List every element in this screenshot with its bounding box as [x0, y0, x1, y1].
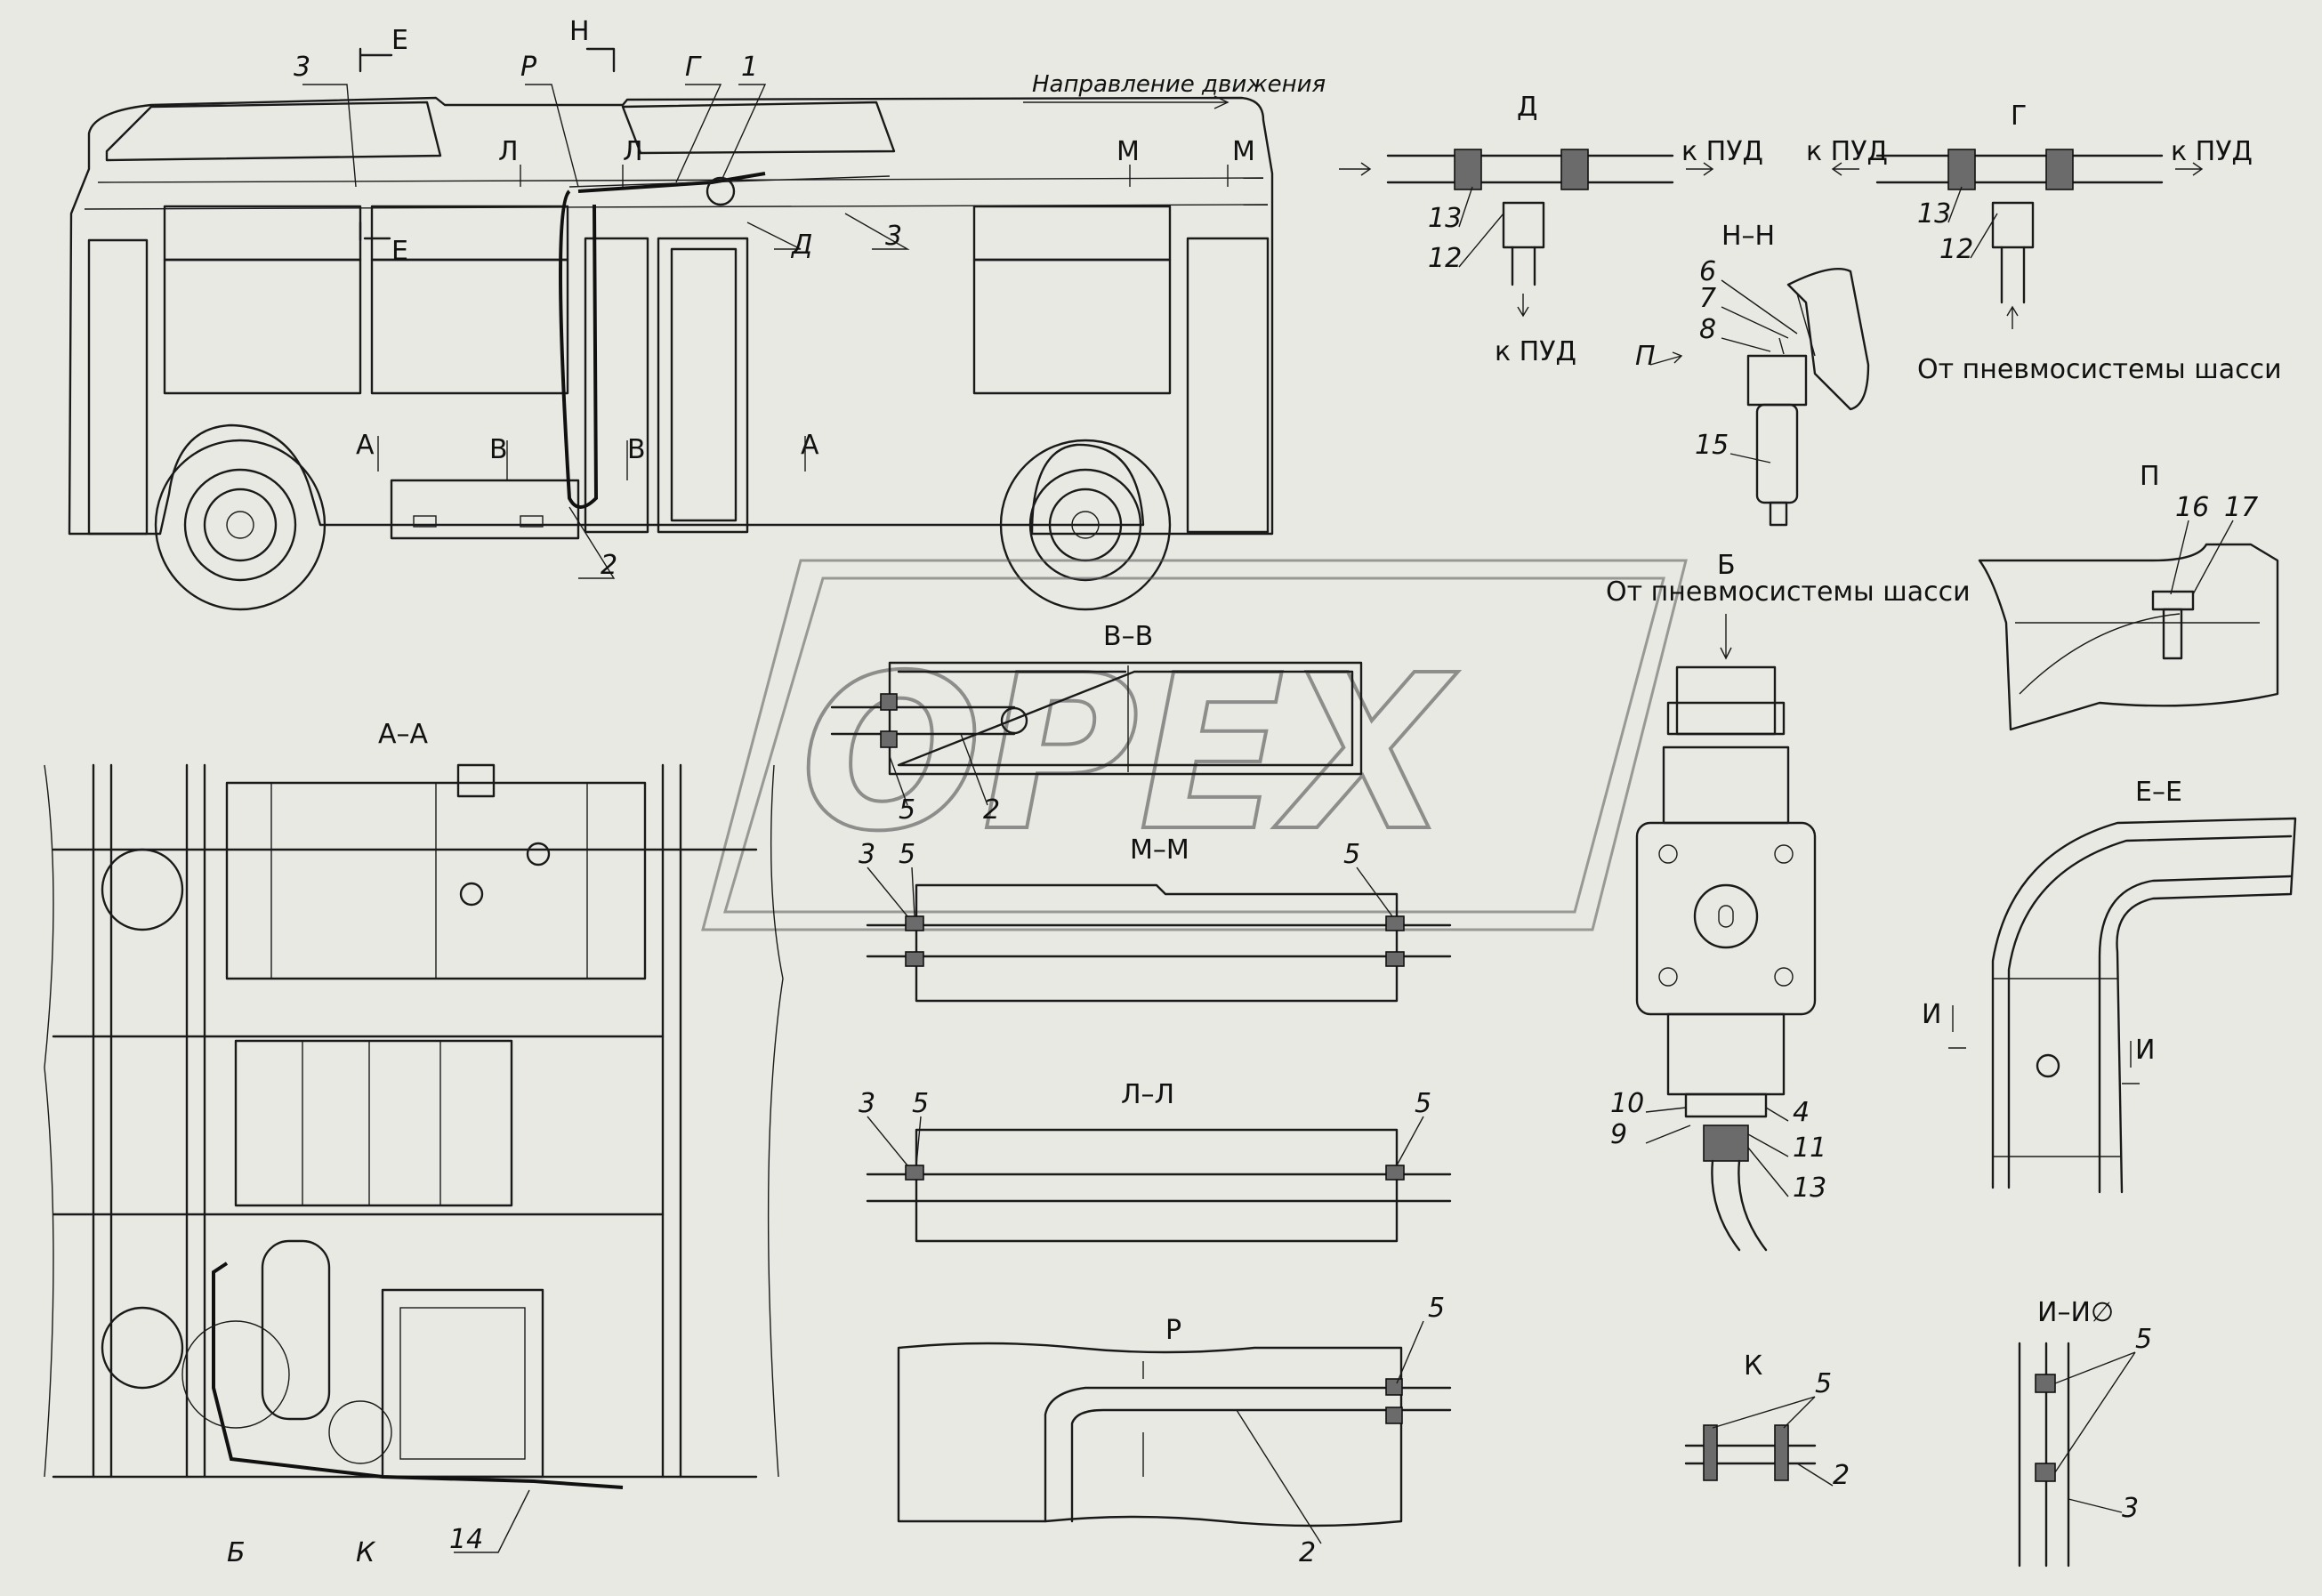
callout-10: 10 [1610, 1088, 1644, 1119]
callout-17: 17 [2224, 492, 2258, 523]
callout-12-G: 12 [1939, 234, 1973, 265]
callout-5-P: 5 [1428, 1293, 1445, 1324]
section-MM-title: М–М [1130, 834, 1189, 866]
cut-mark-A-left: А [356, 430, 375, 461]
view-K: К 5 2 [1684, 1350, 1850, 1491]
section-P-title: Р [1165, 1315, 1181, 1346]
watermark-text: OPEX [801, 629, 1458, 878]
rotated-mark: ∅ [2091, 1297, 2114, 1328]
callout-G: Г [685, 52, 702, 83]
cut-mark-E-top: Е [391, 25, 408, 56]
section-AA: А–А Б К 14 [44, 719, 784, 1568]
view-G: Г к ПУД к ПУД От пневмосистемы шасси 13 … [1806, 101, 2282, 385]
bus-side-view [68, 96, 1274, 611]
callout-13-G: 13 [1917, 198, 1951, 230]
callout-5-MM-right: 5 [1343, 839, 1360, 870]
callout-3-MM: 3 [859, 839, 875, 870]
view-G-title: Г [2011, 101, 2027, 132]
cut-mark-L-left: Л [498, 136, 519, 167]
callout-5-LL-right: 5 [1415, 1088, 1431, 1119]
callout-9: 9 [1610, 1119, 1627, 1150]
section-EE-title: Е–Е [2135, 777, 2182, 808]
section-II: И–И ∅ 5 3 [2018, 1297, 2152, 1568]
watermark: OPEX [701, 559, 1688, 931]
callout-5-II: 5 [2135, 1324, 2152, 1355]
to-pud-D-right: к ПУД [1681, 136, 1763, 167]
section-VV: В–В 5 2 [830, 621, 1363, 826]
direction-of-travel: Направление движения [1023, 71, 1326, 109]
section-AA-title: А–А [378, 719, 429, 750]
to-pud-D-down: к ПУД [1495, 336, 1576, 367]
view-PI-title: П [2140, 461, 2160, 492]
view-K-title: К [1744, 1350, 1762, 1382]
cut-markers: Е Е Н Л Л М М А А В В [356, 16, 1255, 480]
callout-14: 14 [449, 1524, 483, 1555]
callout-5-MM-left: 5 [899, 839, 915, 870]
callout-12-D: 12 [1428, 243, 1462, 274]
to-pud-G-right: к ПУД [2171, 136, 2253, 167]
callout-16: 16 [2175, 492, 2209, 523]
callout-P: Р [520, 52, 537, 83]
section-P: Р 5 2 [897, 1293, 1452, 1568]
callout-2-bus: 2 [601, 550, 617, 581]
view-NN: Н–Н 6 7 8 15 П [1635, 221, 1870, 527]
callout-15: 15 [1695, 430, 1729, 461]
callout-2-VV: 2 [983, 794, 1000, 826]
view-B-title: Б [1717, 550, 1736, 581]
section-VV-title: В–В [1103, 621, 1153, 652]
callout-3-mid: 3 [885, 221, 902, 252]
view-D: Д к ПУД к ПУД 13 12 [1339, 92, 1763, 367]
callout-D: Д [790, 230, 812, 261]
callout-11: 11 [1793, 1133, 1826, 1164]
callout-7: 7 [1699, 283, 1716, 314]
view-D-title: Д [1517, 92, 1537, 123]
callout-4: 4 [1793, 1097, 1810, 1128]
bus-callouts: 3 Р Г 1 Д 3 2 [294, 52, 910, 581]
cut-mark-N: Н [569, 16, 590, 47]
callout-6: 6 [1699, 256, 1716, 287]
cut-mark-M-right: М [1232, 136, 1255, 167]
section-EE: Е–Е И И [1922, 777, 2297, 1194]
callout-1: 1 [741, 52, 758, 83]
callout-5-LL-left: 5 [912, 1088, 929, 1119]
callout-13-B: 13 [1793, 1173, 1826, 1204]
callout-2-K: 2 [1833, 1460, 1850, 1491]
cut-mark-I-left: И [1922, 999, 1941, 1030]
section-MM: М–М 3 5 5 [859, 834, 1452, 1003]
callout-B: Б [227, 1537, 246, 1568]
cut-mark-V-left: В [489, 434, 508, 465]
callout-8: 8 [1699, 314, 1716, 345]
callout-3-top: 3 [294, 52, 310, 83]
section-LL-title: Л–Л [1121, 1079, 1174, 1110]
callout-2-P: 2 [1299, 1537, 1316, 1568]
to-pud-G-left: к ПУД [1806, 136, 1888, 167]
from-chassis-B: От пневмосистемы шасси [1606, 576, 1971, 608]
from-chassis-G: От пневмосистемы шасси [1917, 354, 2282, 385]
view-NN-title: Н–Н [1721, 221, 1775, 252]
cut-mark-M-left: М [1117, 136, 1140, 167]
cut-mark-E-bottom: Е [391, 236, 408, 267]
callout-5-K: 5 [1815, 1368, 1832, 1399]
callout-5-VV: 5 [899, 794, 915, 826]
callout-K: К [356, 1537, 376, 1568]
cut-mark-A-right: А [801, 430, 819, 461]
cut-mark-L-right: Л [623, 136, 643, 167]
direction-note: Направление движения [1032, 71, 1326, 98]
view-PI: П 16 17 [1978, 461, 2279, 731]
cut-mark-P: П [1635, 341, 1656, 372]
view-B: Б От пневмосистемы шасси 10 9 4 11 13 [1606, 550, 1971, 1252]
cut-mark-I-right: И [2135, 1035, 2155, 1066]
callout-13-D: 13 [1428, 203, 1462, 234]
section-LL: Л–Л 3 5 5 [859, 1079, 1452, 1243]
cut-mark-V-right: В [627, 434, 646, 465]
section-II-title: И–И [2037, 1297, 2091, 1328]
callout-3-LL: 3 [859, 1088, 875, 1119]
callout-3-II: 3 [2122, 1493, 2139, 1524]
